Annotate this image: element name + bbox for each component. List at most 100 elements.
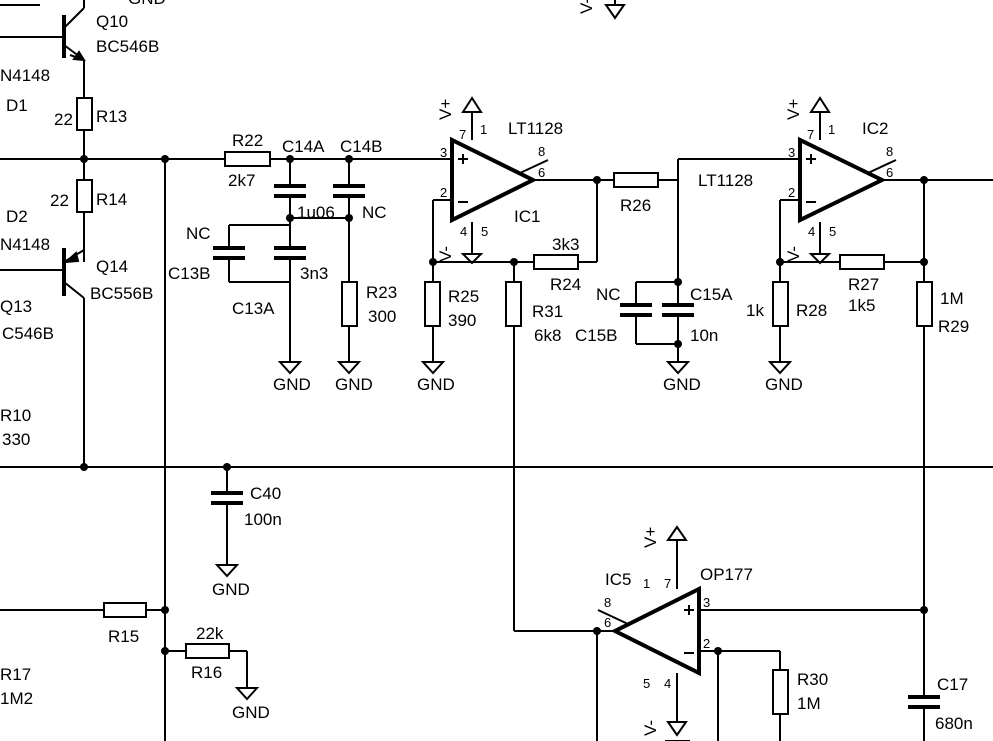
label-ic1-vminus: V- xyxy=(436,246,455,262)
label-r15: R15 xyxy=(108,627,139,646)
label-r29-value: 1M xyxy=(940,289,964,308)
junction-dot xyxy=(920,258,928,266)
junction-dot xyxy=(345,214,353,222)
junction-dot xyxy=(223,463,231,471)
label-ic2-vplus: V+ xyxy=(784,99,803,120)
vminus-arrow xyxy=(808,253,832,265)
pin-number: 7 xyxy=(664,576,671,591)
label-r13-value: 22 xyxy=(54,110,73,129)
pin-number: 1 xyxy=(480,122,487,137)
capacitor-c17 xyxy=(908,695,940,709)
pin-number: 2 xyxy=(703,636,710,651)
ground-icon xyxy=(665,361,691,375)
label-ic2-vminus: V- xyxy=(784,246,803,262)
resistor-r15 xyxy=(103,602,147,618)
label-c14a: C14A xyxy=(282,137,325,156)
pin-number: 8 xyxy=(538,144,545,159)
label-ic1-vplus: V+ xyxy=(436,99,455,120)
label-c13a-value: 3n3 xyxy=(300,264,328,283)
capacitor-c40 xyxy=(211,491,243,505)
label-d2: D2 xyxy=(6,207,28,226)
vminus-arrow xyxy=(666,721,688,737)
junction-dot xyxy=(286,214,294,222)
label-c13a: C13A xyxy=(232,299,275,318)
transistor-q10 xyxy=(62,0,86,62)
pin-number: 7 xyxy=(807,127,814,142)
label-r31: R31 xyxy=(532,302,563,321)
label-r26: R26 xyxy=(620,196,651,215)
junctions xyxy=(80,155,928,655)
label-r25: R25 xyxy=(448,287,479,306)
label-r31-value: 6k8 xyxy=(534,326,561,345)
label-diode-top-part: N4148 xyxy=(0,66,50,85)
resistor-r27 xyxy=(839,254,885,270)
label-c40-value: 100n xyxy=(244,510,282,529)
junction-dot xyxy=(161,647,169,655)
resistor-r14 xyxy=(76,179,93,213)
opamp-ic5 xyxy=(597,585,701,677)
label-c17: C17 xyxy=(937,675,968,694)
vplus-arrow xyxy=(809,96,831,113)
ground-icon xyxy=(214,564,240,578)
junction-dot xyxy=(286,155,294,163)
pin-number: 1 xyxy=(828,122,835,137)
junction-dot xyxy=(161,606,169,614)
label-r17-value: 1M2 xyxy=(0,689,33,708)
junction-dot xyxy=(593,627,601,635)
label-ic1-part: LT1128 xyxy=(508,119,563,138)
label-c15a: C15A xyxy=(690,285,733,304)
label-r29: R29 xyxy=(938,317,969,336)
label-r27: R27 xyxy=(848,275,879,294)
capacitors xyxy=(211,184,940,709)
label-q14: Q14 xyxy=(96,257,128,276)
label-r10: R10 xyxy=(0,406,31,425)
label-c40: C40 xyxy=(250,484,281,503)
label-d1: D1 xyxy=(6,96,28,115)
ground-symbols xyxy=(214,361,793,701)
junction-dot xyxy=(674,278,682,286)
pin-number: 6 xyxy=(886,165,893,180)
pin-number: 5 xyxy=(481,224,488,239)
label-q13: Q13 xyxy=(0,297,32,316)
ground-icon xyxy=(234,687,260,701)
label-gnd: GND xyxy=(273,375,311,394)
label-r23-value: 300 xyxy=(368,307,396,326)
resistor-r25 xyxy=(424,281,441,327)
label-r14: R14 xyxy=(96,190,127,209)
label-gnd: GND xyxy=(765,375,803,394)
pin-number: 3 xyxy=(440,145,447,160)
junction-dot xyxy=(714,647,722,655)
label-r22: R22 xyxy=(232,131,263,150)
capacitor-c15b xyxy=(620,303,652,317)
label-q10: Q10 xyxy=(96,12,128,31)
label-r16-value: 22k xyxy=(196,624,224,643)
resistors xyxy=(76,97,933,715)
label-r25-value: 390 xyxy=(448,311,476,330)
label-c13b: C13B xyxy=(168,264,211,283)
ground-arrow-top xyxy=(604,4,626,20)
label-diode-bot-part: N4148 xyxy=(0,235,50,254)
resistor-r16 xyxy=(185,643,230,659)
label-r13: R13 xyxy=(96,107,127,126)
junction-dot xyxy=(80,463,88,471)
label-r28-value: 1k xyxy=(746,301,764,320)
pin-number: 4 xyxy=(664,676,671,691)
text-labels: GND Q10 BC546B N4148 D1 22 R13 22 R14 D2… xyxy=(0,0,973,736)
label-ic1: IC1 xyxy=(514,207,540,226)
label-r22-value: 2k7 xyxy=(228,171,255,190)
transistor-q14 xyxy=(62,248,85,299)
label-gnd: GND xyxy=(335,375,373,394)
label-ic2: IC2 xyxy=(862,119,888,138)
junction-dot xyxy=(161,155,169,163)
label-c15a-value: 10n xyxy=(690,326,718,345)
label-ic5-part: OP177 xyxy=(700,565,753,584)
pin-number: 1 xyxy=(643,576,650,591)
label-c14b-value: NC xyxy=(362,203,387,222)
label-r24: R24 xyxy=(550,275,581,294)
label-r23: R23 xyxy=(366,283,397,302)
label-r28: R28 xyxy=(796,301,827,320)
resistor-r13 xyxy=(76,97,93,131)
label-r30-value: 1M xyxy=(797,694,821,713)
vminus-arrow xyxy=(460,253,484,265)
